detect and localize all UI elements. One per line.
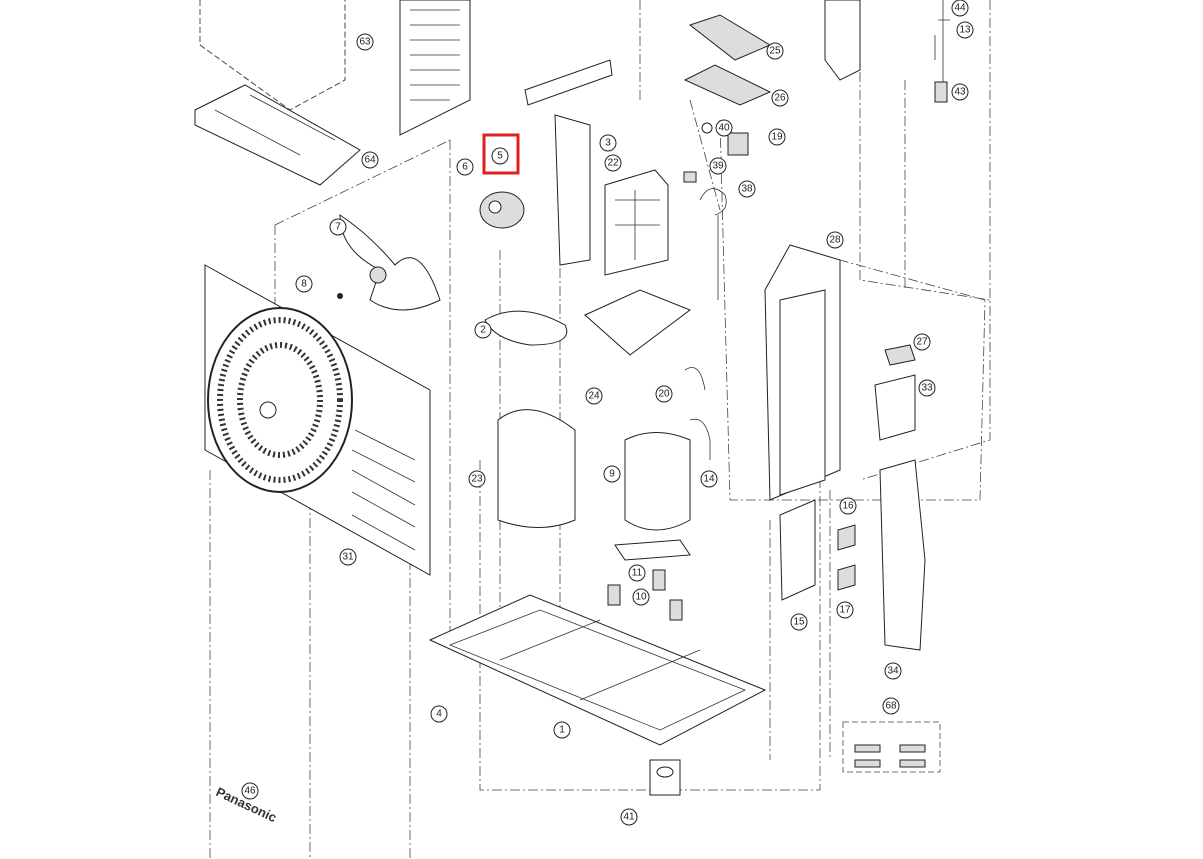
- callout-2[interactable]: 2: [474, 321, 492, 339]
- svg-text:14: 14: [703, 474, 715, 485]
- part-41-clip: [649, 759, 681, 796]
- svg-text:1: 1: [559, 725, 565, 736]
- callout-7[interactable]: 7: [329, 218, 347, 236]
- callout-13[interactable]: 13: [956, 21, 974, 39]
- svg-text:7: 7: [335, 222, 341, 233]
- callout-17[interactable]: 17: [836, 601, 854, 619]
- callout-38[interactable]: 38: [738, 180, 756, 198]
- svg-text:8: 8: [301, 279, 307, 290]
- part-31-front-panel: [204, 264, 431, 576]
- callout-28[interactable]: 28: [826, 231, 844, 249]
- callout-39[interactable]: 39: [709, 157, 727, 175]
- svg-text:33: 33: [921, 383, 933, 394]
- callout-1[interactable]: 1: [553, 721, 571, 739]
- part-64-control-cover: [194, 84, 361, 186]
- callout-19[interactable]: 19: [768, 128, 786, 146]
- callout-15[interactable]: 15: [790, 613, 808, 631]
- svg-text:46: 46: [244, 786, 256, 797]
- part-7-propeller-fan: [337, 214, 441, 311]
- svg-text:9: 9: [609, 469, 615, 480]
- svg-text:22: 22: [607, 158, 619, 169]
- svg-text:3: 3: [605, 138, 611, 149]
- part-68-accessories: [854, 744, 926, 768]
- callout-31[interactable]: 31: [339, 548, 357, 566]
- svg-text:43: 43: [954, 87, 966, 98]
- part-9-compressor: [607, 367, 711, 621]
- callout-23[interactable]: 23: [468, 470, 486, 488]
- callout-9[interactable]: 9: [603, 465, 621, 483]
- svg-text:16: 16: [842, 501, 854, 512]
- callout-16[interactable]: 16: [839, 497, 857, 515]
- part-44-13-43-valve: [824, 0, 950, 103]
- callout-4[interactable]: 4: [430, 705, 448, 723]
- svg-text:68: 68: [885, 701, 897, 712]
- part-34-side-panel: [879, 459, 926, 651]
- callout-33[interactable]: 33: [918, 379, 936, 397]
- svg-text:15: 15: [793, 617, 805, 628]
- svg-text:64: 64: [364, 155, 376, 166]
- callout-8[interactable]: 8: [295, 275, 313, 293]
- part-3-22-bracket: [554, 114, 692, 356]
- part-15-16-17-valves: [779, 499, 856, 601]
- svg-text:2: 2: [480, 325, 486, 336]
- callouts: 63 64 25 26 44 13 43 40 19 5 3 22 6 39 3…: [241, 0, 974, 826]
- callout-24[interactable]: 24: [585, 387, 603, 405]
- callout-10[interactable]: 10: [632, 588, 650, 606]
- callout-68[interactable]: 68: [882, 697, 900, 715]
- svg-text:5: 5: [497, 151, 503, 162]
- callout-40[interactable]: 40: [715, 119, 733, 137]
- svg-text:11: 11: [632, 568, 643, 579]
- callout-46[interactable]: 46: [241, 782, 259, 800]
- callout-25[interactable]: 25: [766, 42, 784, 60]
- part-27-33-terminal: [874, 344, 916, 441]
- svg-text:19: 19: [771, 132, 783, 143]
- svg-text:17: 17: [839, 605, 851, 616]
- svg-text:40: 40: [718, 123, 730, 134]
- callout-22[interactable]: 22: [604, 154, 622, 172]
- svg-text:27: 27: [916, 337, 928, 348]
- svg-text:6: 6: [462, 162, 468, 173]
- svg-text:31: 31: [342, 552, 354, 563]
- svg-text:24: 24: [588, 391, 600, 402]
- svg-text:20: 20: [658, 389, 670, 400]
- part-5-fan-motor: [479, 191, 525, 229]
- svg-text:39: 39: [712, 161, 724, 172]
- svg-text:25: 25: [769, 46, 781, 57]
- callout-41[interactable]: 41: [620, 808, 638, 826]
- callout-44[interactable]: 44: [951, 0, 969, 17]
- svg-text:63: 63: [359, 37, 371, 48]
- part-25-26-covers: [683, 14, 772, 106]
- callout-3[interactable]: 3: [599, 134, 617, 152]
- svg-text:38: 38: [741, 184, 753, 195]
- callout-43[interactable]: 43: [951, 83, 969, 101]
- svg-text:34: 34: [887, 666, 899, 677]
- callout-14[interactable]: 14: [700, 470, 718, 488]
- svg-text:44: 44: [954, 3, 966, 14]
- callout-6[interactable]: 6: [456, 158, 474, 176]
- callout-5[interactable]: 5: [491, 147, 509, 165]
- highlight-box-part-5: [482, 133, 520, 175]
- callout-27[interactable]: 27: [913, 333, 931, 351]
- svg-text:4: 4: [436, 709, 442, 720]
- callout-20[interactable]: 20: [655, 385, 673, 403]
- part-2-23-sound-insulation: [484, 310, 576, 528]
- part-heat-exchanger: [399, 0, 613, 136]
- svg-text:10: 10: [635, 592, 647, 603]
- callout-26[interactable]: 26: [771, 89, 789, 107]
- callout-34[interactable]: 34: [884, 662, 902, 680]
- svg-text:26: 26: [774, 93, 786, 104]
- callout-11[interactable]: 11: [628, 564, 646, 582]
- svg-text:23: 23: [471, 474, 483, 485]
- part-28-partition: [764, 244, 841, 501]
- svg-text:13: 13: [959, 25, 971, 36]
- callout-63[interactable]: 63: [356, 33, 374, 51]
- callout-64[interactable]: 64: [361, 151, 379, 169]
- svg-text:41: 41: [623, 812, 635, 823]
- svg-text:28: 28: [829, 235, 841, 246]
- part-19-40-39-38: [683, 122, 749, 300]
- part-1-base-pan: [428, 594, 767, 746]
- part-63-top-panel: [199, 0, 346, 111]
